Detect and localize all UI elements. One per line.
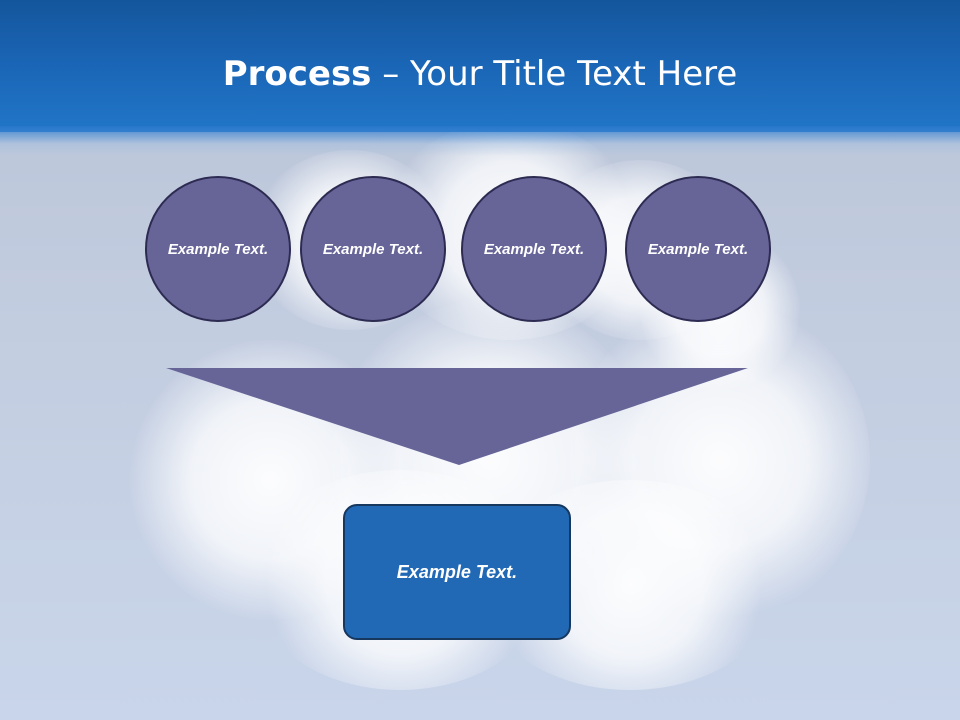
header-fade xyxy=(0,126,960,156)
result-box-label: Example Text. xyxy=(396,561,518,582)
circle-label: Example Text. xyxy=(167,240,269,258)
title-rest: – Your Title Text Here xyxy=(371,54,738,94)
title-bold: Process xyxy=(222,54,372,94)
process-circle-2: Example Text. xyxy=(300,176,446,322)
process-circle-4: Example Text. xyxy=(625,176,771,322)
process-circle-1: Example Text. xyxy=(145,176,291,322)
header-bar xyxy=(0,0,960,132)
slide-title: Process – Your Title Text Here xyxy=(0,52,960,96)
funnel-triangle xyxy=(166,368,748,465)
circle-label: Example Text. xyxy=(322,240,424,258)
circle-label: Example Text. xyxy=(647,240,749,258)
circle-label: Example Text. xyxy=(483,240,585,258)
result-box: Example Text. xyxy=(343,504,571,640)
process-circle-3: Example Text. xyxy=(461,176,607,322)
